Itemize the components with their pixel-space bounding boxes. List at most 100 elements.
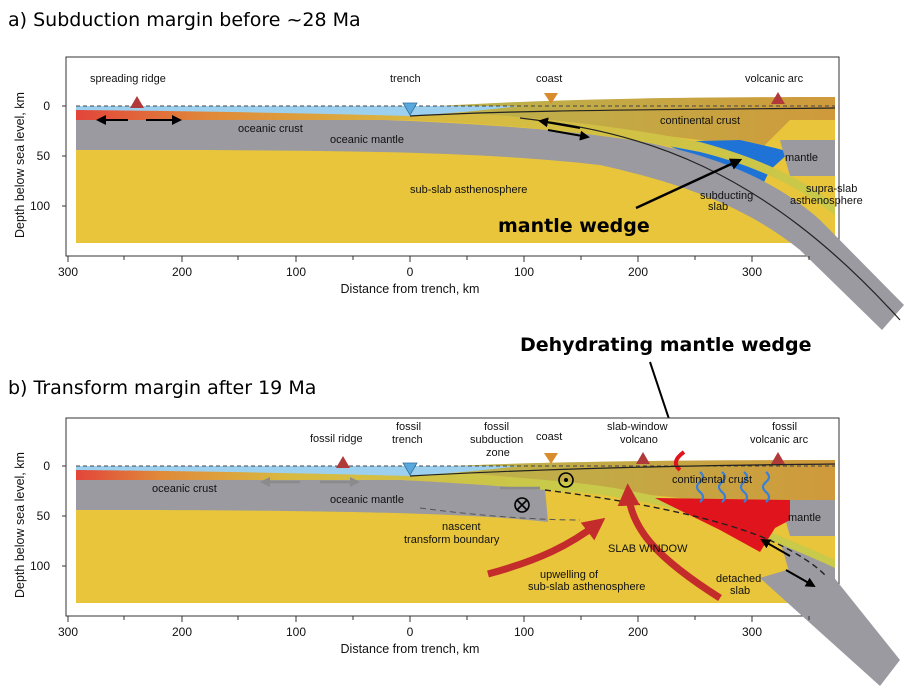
label-fossil-subduction-2: subduction xyxy=(470,434,523,446)
label-supra-slab: supra-slab xyxy=(806,183,857,195)
continental-crust xyxy=(410,97,835,150)
panel-b-x-tick: 300 xyxy=(58,625,78,639)
label-slab-window-volcano-1: slab-window xyxy=(607,421,668,433)
panel-a-x-tick: 100 xyxy=(514,265,534,279)
panel-a-x-tick: 0 xyxy=(407,265,414,279)
into-page-symbol xyxy=(514,497,530,513)
label-spreading-ridge: spreading ridge xyxy=(90,73,166,85)
oceanic-mantle xyxy=(76,118,904,330)
label-coast-b: coast xyxy=(536,431,562,443)
label-fossil-volcanic-arc-2: volcanic arc xyxy=(750,434,809,446)
panel-b-x-tick: 100 xyxy=(514,625,534,639)
oceanic-mantle-b xyxy=(76,478,548,522)
coast-marker-b xyxy=(544,453,558,464)
fluid-wiggles xyxy=(695,471,771,503)
panel-b-x-tick: 200 xyxy=(172,625,192,639)
label-continental-crust-b: continental crust xyxy=(672,474,752,486)
mantle-wedge-pointer-arrow xyxy=(635,158,743,210)
continental-crust-b xyxy=(410,460,835,500)
label-nascent-2: transform boundary xyxy=(404,534,500,546)
label-fossil-subduction-1: fossil xyxy=(484,421,509,433)
label-slab-window: SLAB WINDOW xyxy=(608,543,688,555)
label-upwelling-2: sub-slab asthenosphere xyxy=(528,581,645,593)
panel-a-x-tick: 200 xyxy=(172,265,192,279)
panel-b-x-axis-label: Distance from trench, km xyxy=(341,642,480,656)
fossil-trench-marker xyxy=(402,462,418,476)
label-sub-slab-asthenosphere: sub-slab asthenosphere xyxy=(410,184,527,196)
panel-a-y-tick-0: 0 xyxy=(43,99,50,113)
label-asthenosphere: asthenosphere xyxy=(790,195,863,207)
panel-a-title: a) Subduction margin before ~28 Ma xyxy=(8,9,361,31)
panel-b-y-tick-100: 100 xyxy=(30,559,50,573)
label-fossil-subduction-3: zone xyxy=(486,447,510,459)
detached-shear-up xyxy=(760,539,791,557)
panel-b-x-tickmarks xyxy=(67,616,810,622)
label-oceanic-crust: oceanic crust xyxy=(238,123,303,135)
fossil-interface-dashed xyxy=(544,489,826,576)
panel-a-x-tick: 300 xyxy=(58,265,78,279)
panel-a-y-tick-50: 50 xyxy=(37,149,51,163)
spreading-ridge-marker xyxy=(130,96,144,108)
volcanic-arc-marker xyxy=(771,92,785,104)
continental-mantle xyxy=(780,140,835,176)
panel-a-x-tick: 200 xyxy=(628,265,648,279)
panel-b-y-axis-label: Depth below sea level, km xyxy=(13,452,27,598)
upwelling-arrow-left xyxy=(487,517,606,578)
callout-dehydrating-mantle-wedge: Dehydrating mantle wedge xyxy=(520,334,811,356)
fossil-ridge-marker xyxy=(336,456,350,468)
panel-a-x-tick: 300 xyxy=(742,265,762,279)
label-fossil-volcanic-arc-1: fossil xyxy=(772,421,797,433)
into-page-cross xyxy=(516,499,528,511)
out-of-page-dot xyxy=(564,478,568,482)
label-trench: trench xyxy=(390,73,421,85)
panel-a-y-axis-label: Depth below sea level, km xyxy=(13,92,27,238)
label-oceanic-mantle: oceanic mantle xyxy=(330,134,404,146)
panel-b-x-tick: 100 xyxy=(286,625,306,639)
shear-arrow-upper xyxy=(538,117,581,129)
slab-window-volcano-marker xyxy=(636,452,650,464)
label-continental-crust: continental crust xyxy=(660,115,740,127)
oceanic-crust xyxy=(76,108,835,215)
panel-b-y-tick-0: 0 xyxy=(43,459,50,473)
label-slab-window-volcano-2: volcano xyxy=(620,434,658,446)
label-subducting: subducting xyxy=(700,190,753,202)
label-nascent-1: nascent xyxy=(442,521,481,533)
label-fossil-trench-1: fossil xyxy=(396,421,421,433)
melt-ascent xyxy=(673,450,686,472)
label-fossil-ridge: fossil ridge xyxy=(310,433,363,445)
fossil-crust-strip xyxy=(545,480,835,568)
upwelling-arrow-right xyxy=(617,483,722,601)
panel-b-x-tick: 0 xyxy=(407,625,414,639)
subduction-interface-line xyxy=(519,117,901,321)
panel-b-x-tick: 200 xyxy=(628,625,648,639)
nascent-transform-dashed xyxy=(419,507,581,521)
panel-a-x-axis-label: Distance from trench, km xyxy=(341,282,480,296)
label-slab: slab xyxy=(708,201,728,213)
panel-b-title: b) Transform margin after 19 Ma xyxy=(8,377,316,399)
label-mantle-b: mantle xyxy=(788,512,821,524)
continental-mantle-b xyxy=(780,500,835,536)
out-of-page-symbol xyxy=(558,472,574,488)
label-volcanic-arc: volcanic arc xyxy=(745,73,804,85)
detached-slab xyxy=(760,560,900,686)
label-mantle-wedge: mantle wedge xyxy=(498,215,650,237)
label-detached-1: detached xyxy=(716,573,761,585)
label-fossil-trench-2: trench xyxy=(392,434,423,446)
panel-b: Dehydrating mantle wedge b) Transform ma… xyxy=(8,334,900,686)
panel-a-x-tickmarks xyxy=(67,256,810,262)
coast-marker xyxy=(544,93,558,104)
panel-a-y-tick-100: 100 xyxy=(30,199,50,213)
label-upwelling-1: upwelling of xyxy=(540,569,599,581)
label-oceanic-mantle-b: oceanic mantle xyxy=(330,494,404,506)
panel-b-x-tick: 300 xyxy=(742,625,762,639)
panel-a: a) Subduction margin before ~28 Ma xyxy=(8,9,904,330)
fossil-volcanic-arc-marker xyxy=(771,452,785,464)
detached-shear-down xyxy=(785,569,816,587)
trench-marker xyxy=(402,102,418,116)
plate-surface-line-b xyxy=(409,463,836,477)
dehydrating-mantle-wedge xyxy=(655,498,790,552)
shear-arrow-lower xyxy=(547,129,590,141)
label-detached-2: slab xyxy=(730,585,750,597)
label-mantle: mantle xyxy=(785,152,818,164)
